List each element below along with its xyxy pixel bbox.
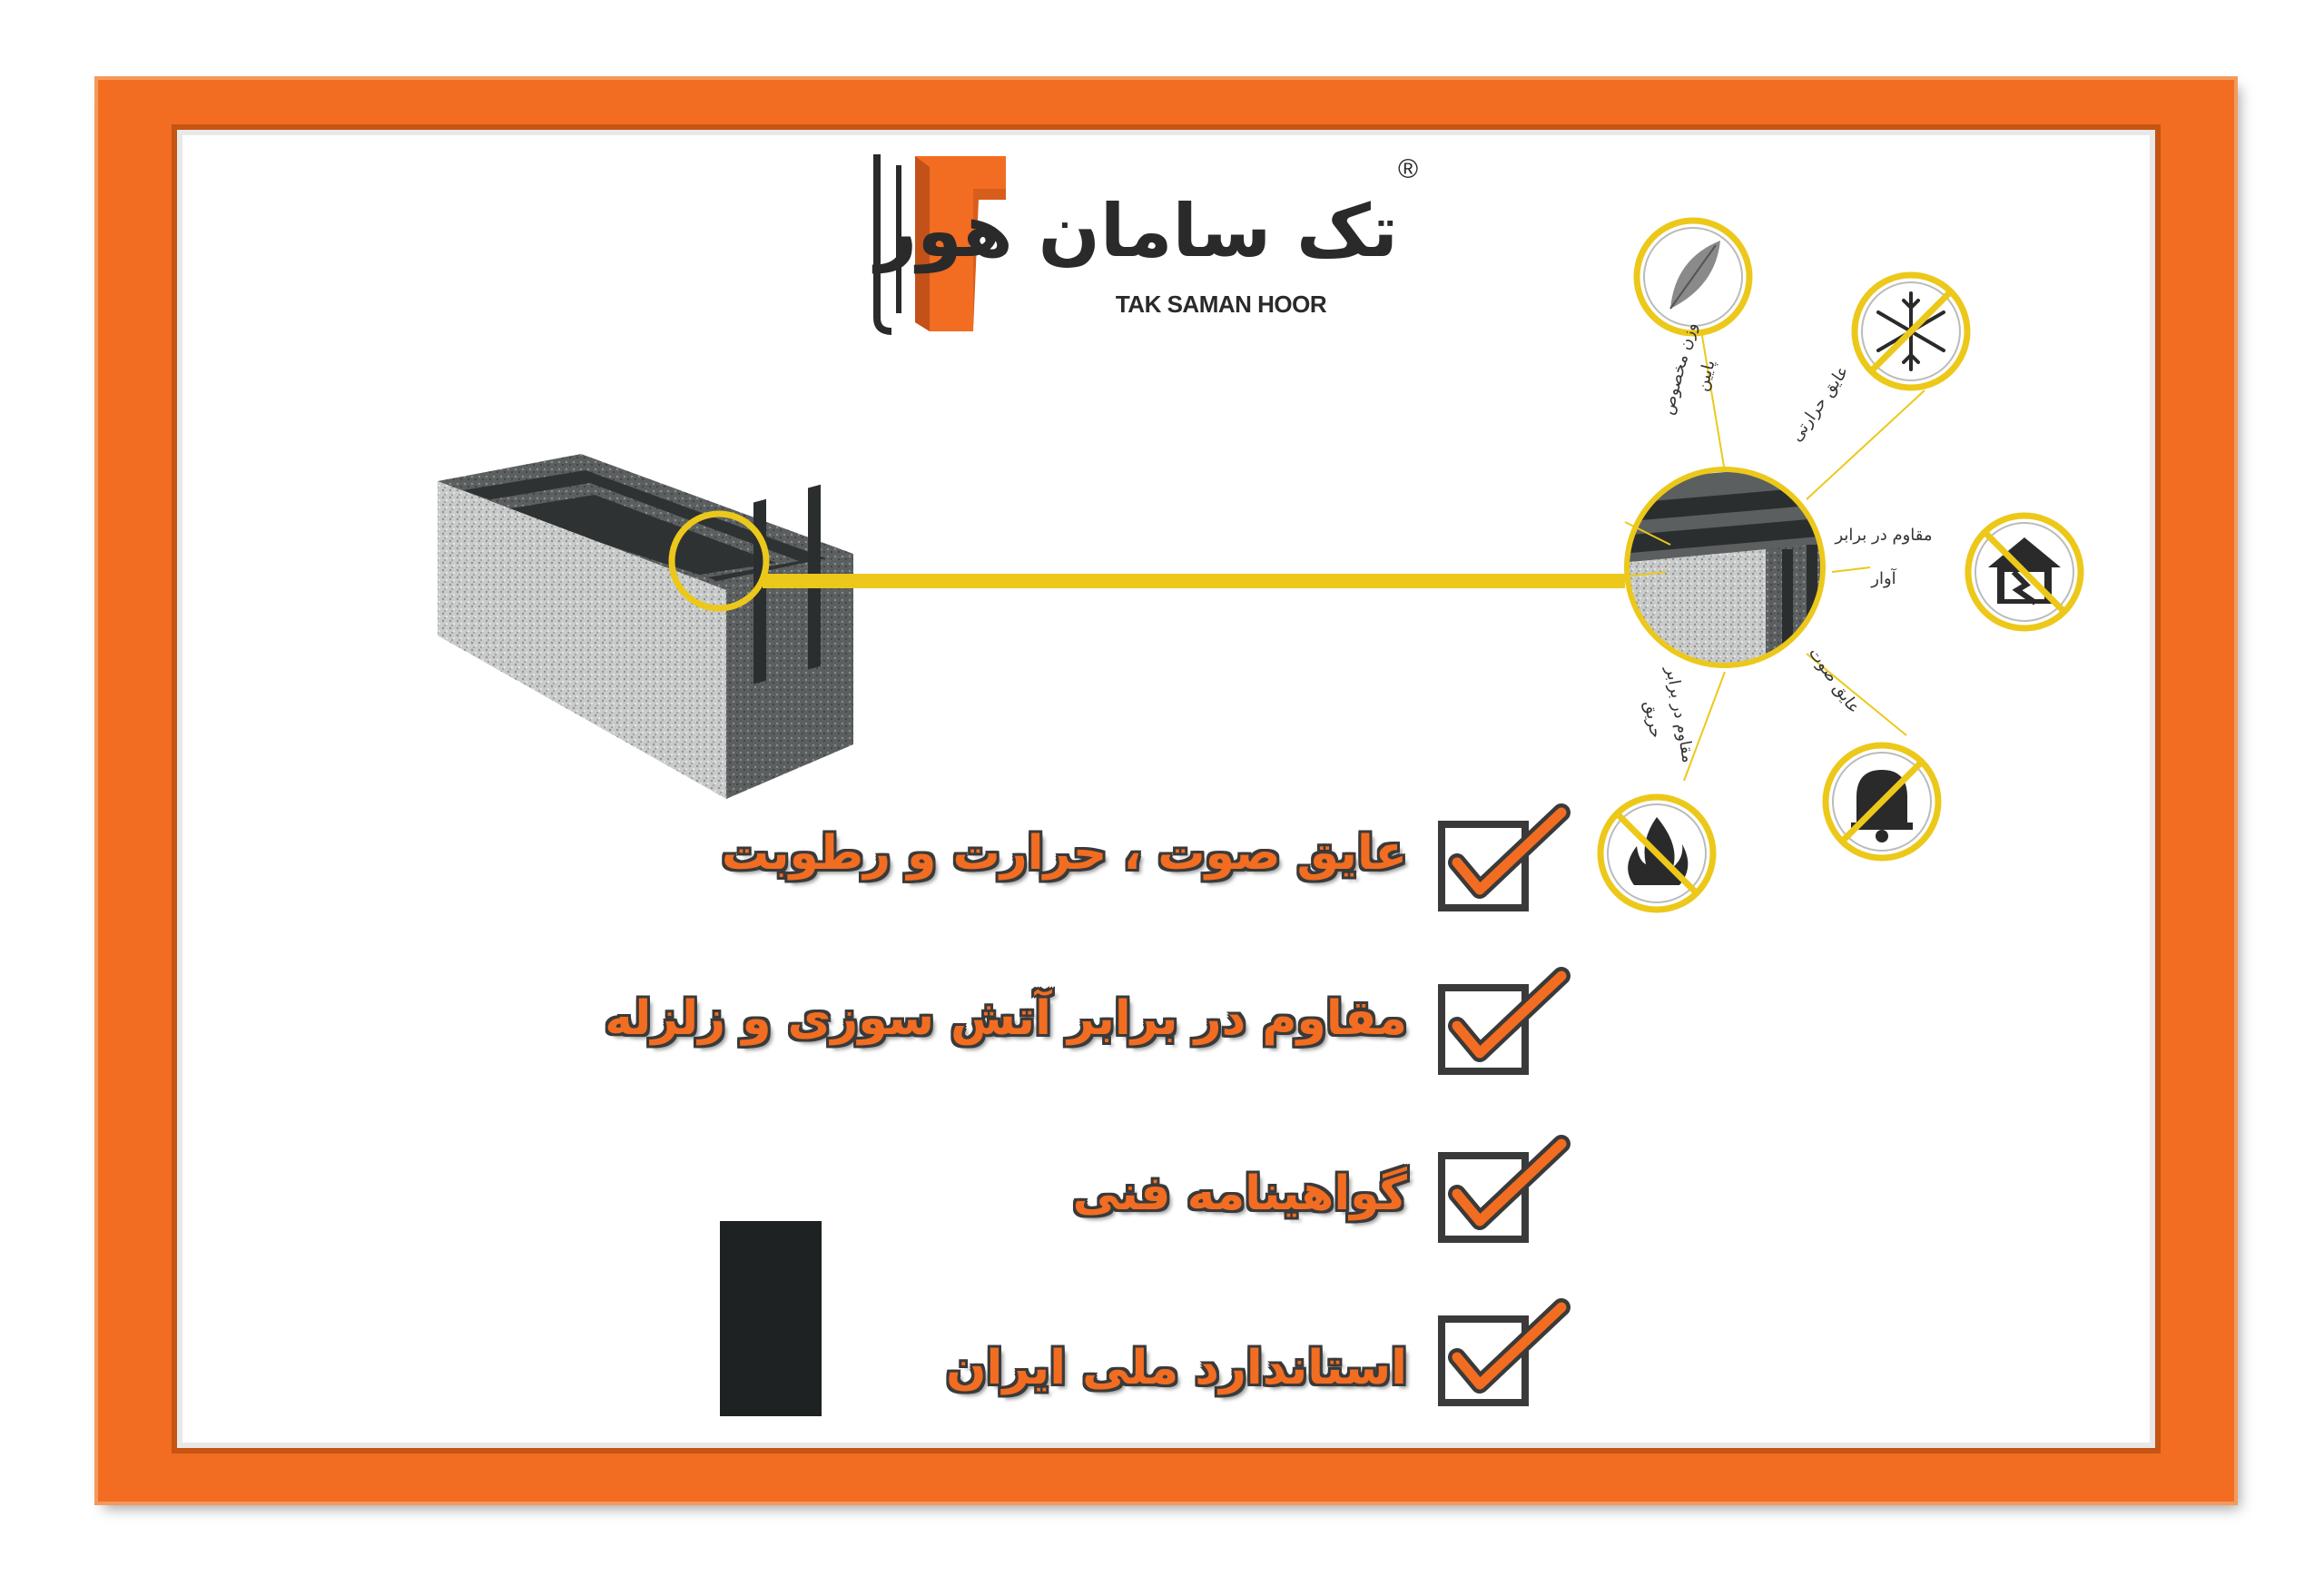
zoom-connector-line bbox=[763, 574, 1625, 588]
checklist-item: عایق صوت ، حرارت و رطوبت bbox=[708, 799, 1580, 917]
brand-name-persian: تک سامان هور bbox=[875, 189, 1400, 273]
feature-label-debris: مقاوم در برابر آوار bbox=[1816, 522, 1952, 593]
feature-label-line: آوار bbox=[1871, 569, 1896, 588]
snowflake-icon bbox=[1851, 271, 1971, 391]
feature-rays bbox=[1624, 308, 1925, 782]
concrete-block-image bbox=[438, 454, 853, 799]
checklist-text: عایق صوت ، حرارت و رطوبت bbox=[721, 826, 1407, 881]
bell-icon bbox=[1822, 742, 1942, 862]
checklist-item: مقاوم در برابر آتش سوزی و زلزله bbox=[605, 962, 1580, 1080]
logo-mark-icon bbox=[873, 154, 1006, 335]
dark-block-swatch bbox=[720, 1221, 822, 1416]
checklist-text: مقاوم در برابر آتش سوزی و زلزله bbox=[605, 991, 1407, 1046]
checklist-text: گواهینامه فنی bbox=[1072, 1167, 1407, 1221]
fire-icon bbox=[1597, 793, 1717, 913]
block-zoom-detail bbox=[1624, 467, 1826, 668]
checkbox-icon bbox=[1438, 1135, 1571, 1243]
registered-mark: ® bbox=[1398, 154, 1419, 184]
checkbox-icon bbox=[1438, 967, 1571, 1075]
checklist-text: استاندارد ملی ایران bbox=[946, 1341, 1407, 1395]
brand-name-english: TAK SAMAN HOOR bbox=[1115, 291, 1327, 318]
checkbox-icon bbox=[1438, 803, 1571, 911]
feather-icon bbox=[1633, 217, 1753, 337]
checkbox-icon bbox=[1438, 1298, 1571, 1406]
checklist-item: استاندارد ملی ایران bbox=[708, 1294, 1580, 1412]
brand-logo: تک سامان هور TAK SAMAN HOOR ® bbox=[872, 145, 1452, 345]
feature-label-line: مقاوم در برابر bbox=[1835, 526, 1933, 545]
checklist-item: گواهینامه فنی bbox=[708, 1130, 1580, 1248]
earthquake-house-icon bbox=[1965, 512, 2084, 632]
